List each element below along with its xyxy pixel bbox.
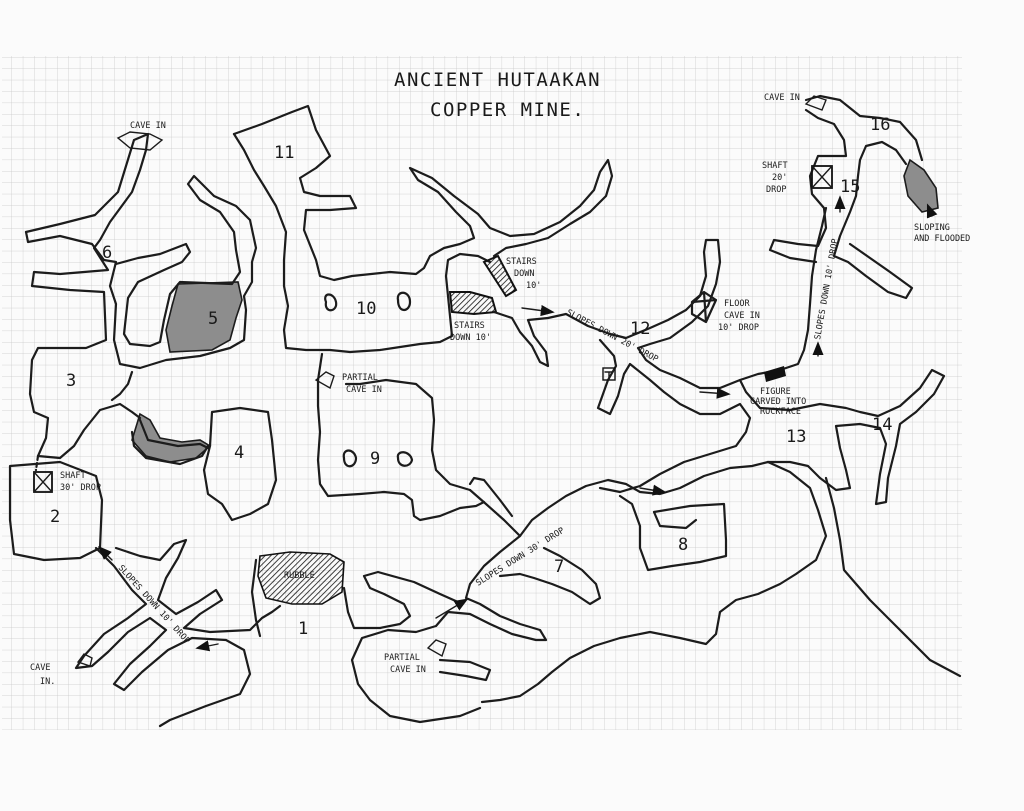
east-corridors [480,206,962,704]
note-shaft-15-3: DROP [766,185,786,195]
room-1-outline [250,558,460,638]
northeast-tunnels [116,94,924,390]
west-tunnels [8,132,258,562]
room-label-12: 12 [630,319,650,339]
note-partial-cave-1: PARTIAL [342,373,378,383]
note-cave-in-sw-1: CAVE [30,663,50,673]
note-sloping-1: SLOPING [914,223,950,233]
note-partial-cave-s-2: CAVE IN [390,665,426,675]
room-label-1: 1 [298,619,308,639]
room-label-14: 14 [872,415,892,435]
note-sloping-2: AND FLOODED [914,234,970,244]
central-complex [232,104,614,522]
room-label-8: 8 [678,535,688,555]
note-stairs-a-1: STAIRS [506,257,537,267]
stairs-down-a-icon [482,254,518,298]
note-cave-in-top: CAVE IN [130,121,166,131]
floor-cave-in-icon [690,290,718,324]
note-figure-3: ROCKFACE [760,407,801,417]
note-shaft-2-1: SHAFT [60,471,86,481]
note-partial-cave-s-1: PARTIAL [384,653,420,663]
room-8-area [350,460,770,724]
room-label-6: 6 [102,243,112,263]
room-label-2: 2 [50,507,60,527]
graph-grid [2,56,962,730]
note-cave-in-sw-2: IN. [40,677,55,687]
room-label-7: 7 [554,557,564,577]
note-partial-cave-2: CAVE IN [346,385,382,395]
note-stairs-b-2: DOWN 10' [450,333,491,343]
room-5-floor [165,281,243,353]
note-shaft-15-1: SHAFT [762,161,788,171]
map-title-line1: ANCIENT HUTAAKAN [394,69,601,91]
note-stairs-a-2: DOWN [514,269,534,279]
shaft-15-icon [811,165,833,189]
note-figure-2: CARVED INTO [750,397,806,407]
room-label-16: 16 [870,115,890,135]
room-label-13: 13 [786,427,806,447]
room-label-11: 11 [274,143,294,163]
note-stairs-b-1: STAIRS [454,321,485,331]
note-shaft-15-2: 20' [772,173,787,183]
figure-marker [764,366,786,382]
southwest-tunnels [74,538,282,728]
note-floor-cave-1: FLOOR [724,299,750,309]
note-stairs-a-3: 10' [526,281,541,291]
room-label-4: 4 [234,443,244,463]
room-label-10: 10 [356,299,376,319]
room-label-3: 3 [66,371,76,391]
map-title-line2: COPPER MINE. [430,99,585,121]
shaft-2-icon [33,471,53,493]
note-shaft-2-2: 30' DROP [60,483,101,493]
room-4-outline [202,406,278,522]
room-label-15: 15 [840,177,860,197]
note-floor-cave-2: CAVE IN [724,311,760,321]
rubble-pile [257,551,345,605]
note-figure-1: FIGURE [760,387,791,397]
slope-arrows [98,195,938,652]
note-rubble: RUBBLE [284,571,315,581]
room-label-9: 9 [370,449,380,469]
room-label-5: 5 [208,309,218,329]
note-floor-cave-3: 10' DROP [718,323,759,333]
note-cave-in-ne: CAVE IN [764,93,800,103]
